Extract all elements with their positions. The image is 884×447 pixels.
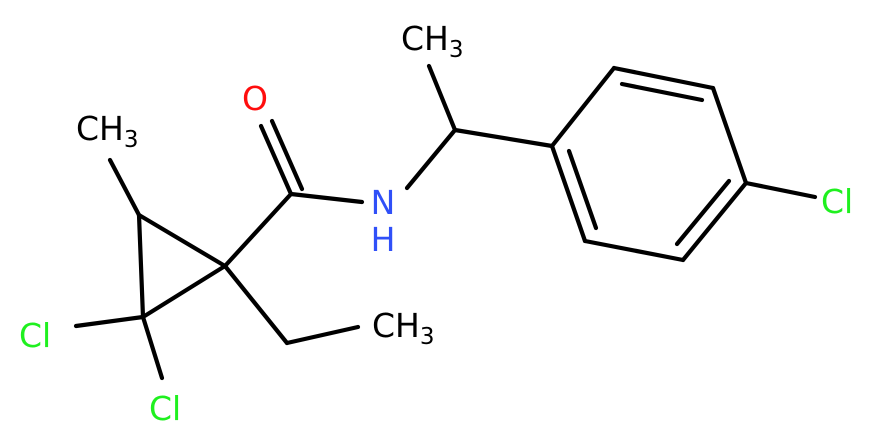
chlorine-bottom-label: Cl — [149, 389, 181, 428]
methyl-top-label: CH3 — [401, 19, 464, 63]
ethyl-sub: 3 — [420, 324, 435, 350]
bond-c1-carbonyl — [222, 191, 294, 269]
bond-ar-cl — [743, 180, 818, 200]
bond-ring-c2-c3 — [136, 212, 146, 320]
ethyl-ch3-label: CH3 — [372, 306, 435, 350]
methyl-left-sub: 3 — [124, 127, 139, 153]
bond-ring-c1-c2 — [136, 212, 228, 269]
amide-hydrogen-label: H — [371, 220, 396, 259]
bond-ethyl-ch3 — [284, 324, 361, 346]
bond-c2-methyl — [107, 157, 142, 218]
bond-ch-methyl — [426, 63, 458, 133]
bonds — [73, 63, 818, 381]
bond-carbonyl-double-b — [269, 118, 305, 192]
oxygen-label: O — [242, 79, 268, 118]
bond-ar-inner-3 — [566, 148, 599, 231]
bond-ar-5 — [582, 238, 686, 263]
bond-ar-6 — [549, 143, 588, 244]
atom-labels: O N H CH3 CH3 CH3 Cl Cl Cl — [19, 19, 853, 428]
chlorine-aryl-label: Cl — [821, 182, 853, 221]
methyl-top-ch: CH — [401, 19, 449, 58]
bond-ch-aryl — [452, 127, 555, 149]
methyl-left-label: CH3 — [76, 109, 139, 153]
chlorine-left-label: Cl — [19, 316, 51, 355]
bond-c1-ethyl — [222, 263, 290, 346]
ethyl-ch: CH — [372, 306, 420, 345]
bond-n-ch — [404, 127, 458, 191]
bond-carbonyl-double-a — [258, 123, 294, 197]
bond-carbonyl-n — [288, 191, 365, 205]
bond-c3-cl-left — [73, 314, 146, 329]
bond-c3-cl-bottom — [140, 314, 165, 381]
bond-ar-1 — [549, 65, 617, 149]
bond-ar-4 — [680, 180, 749, 263]
bond-ar-3 — [710, 85, 749, 186]
bond-ar-inner-1 — [619, 81, 705, 103]
bond-ar-2 — [611, 65, 716, 91]
methyl-left-ch: CH — [76, 109, 124, 148]
bond-ring-c3-c1 — [140, 263, 228, 320]
methyl-top-sub: 3 — [449, 37, 464, 63]
nitrogen-label: N — [371, 183, 396, 222]
bond-ar-inner-2 — [674, 178, 732, 247]
